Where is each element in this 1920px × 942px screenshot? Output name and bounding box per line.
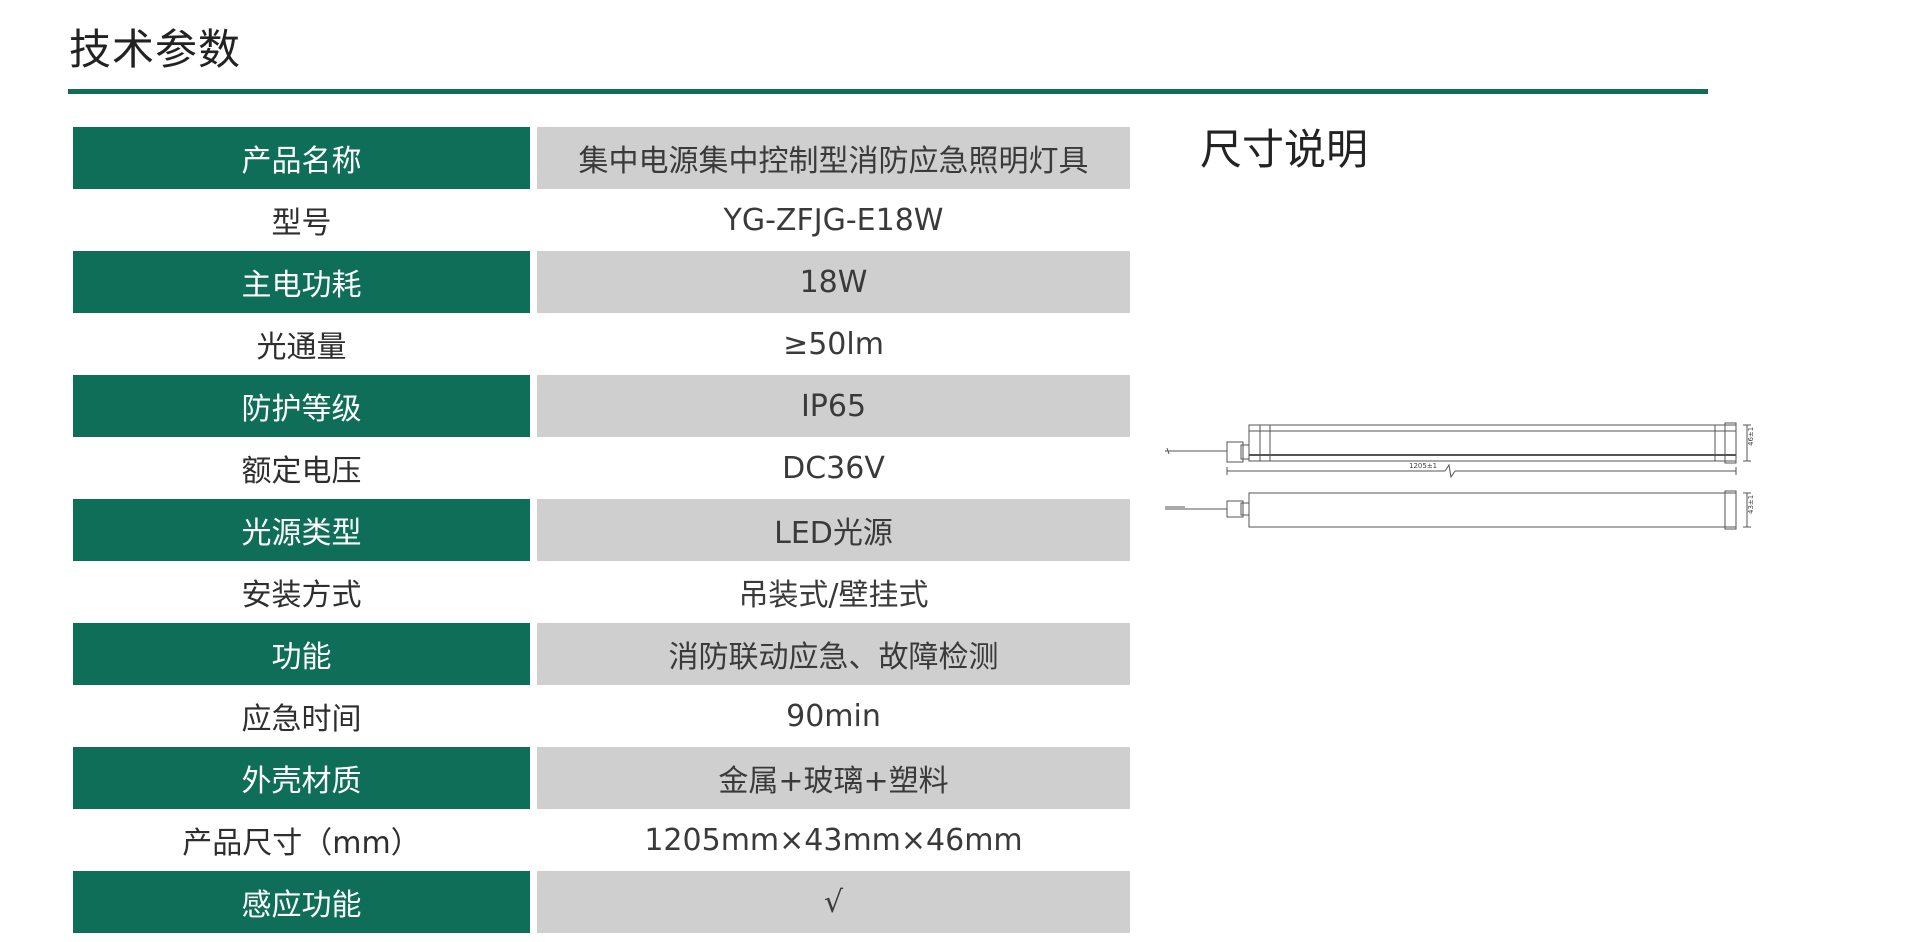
fixture-top-view [1165, 422, 1751, 479]
spec-label: 光通量 [256, 330, 347, 365]
height-dimension-label-bottom: 43±1 [1747, 495, 1755, 514]
spec-row-power: 主电功耗 18W [73, 251, 1130, 313]
spec-label: 感应功能 [73, 871, 530, 933]
dimension-title: 尺寸说明 [1200, 125, 1369, 174]
spec-value: IP65 [537, 375, 1130, 437]
spec-value: 吊装式/壁挂式 [738, 578, 929, 613]
spec-label: 安装方式 [241, 578, 362, 613]
spec-row-protection: 防护等级 IP65 [73, 375, 1130, 437]
spec-label: 产品尺寸（mm） [182, 826, 421, 861]
spec-label: 额定电压 [241, 454, 362, 489]
spec-table: 产品名称 集中电源集中控制型消防应急照明灯具 型号 YG-ZFJG-E18W 主… [73, 127, 1130, 933]
spec-value: DC36V [782, 450, 885, 486]
dimension-drawing: 1205±1 46±1 43±1 [1165, 422, 1755, 530]
spec-row-product-name: 产品名称 集中电源集中控制型消防应急照明灯具 [73, 127, 1130, 189]
spec-value: ≥50lm [783, 326, 884, 362]
spec-label: 功能 [73, 623, 530, 685]
spec-value: 金属+玻璃+塑料 [537, 747, 1130, 809]
spec-label: 主电功耗 [73, 251, 530, 313]
spec-label: 产品名称 [73, 127, 530, 189]
page-title: 技术参数 [69, 25, 242, 74]
spec-label: 型号 [271, 206, 332, 241]
spec-row-function: 功能 消防联动应急、故障检测 [73, 623, 1130, 685]
spec-row-light-source: 光源类型 LED光源 [73, 499, 1130, 561]
spec-value: √ [537, 871, 1130, 933]
spec-label: 防护等级 [73, 375, 530, 437]
spec-row-voltage: 额定电压 DC36V [73, 437, 1130, 499]
spec-value: YG-ZFJG-E18W [723, 202, 944, 238]
spec-row-sensor: 感应功能 √ [73, 871, 1130, 933]
spec-row-housing: 外壳材质 金属+玻璃+塑料 [73, 747, 1130, 809]
length-dimension-label: 1205±1 [1409, 462, 1437, 470]
spec-row-installation: 安装方式 吊装式/壁挂式 [73, 561, 1130, 623]
spec-label: 应急时间 [241, 702, 362, 737]
spec-value: LED光源 [537, 499, 1130, 561]
spec-label: 光源类型 [73, 499, 530, 561]
title-divider [68, 89, 1708, 94]
spec-value: 消防联动应急、故障检测 [537, 623, 1130, 685]
spec-label: 外壳材质 [73, 747, 530, 809]
spec-value: 1205mm×43mm×46mm [644, 822, 1023, 858]
spec-value: 90min [786, 698, 881, 734]
spec-value: 18W [537, 251, 1130, 313]
spec-row-model: 型号 YG-ZFJG-E18W [73, 189, 1130, 251]
spec-value: 集中电源集中控制型消防应急照明灯具 [537, 127, 1130, 189]
height-dimension-label-top: 46±1 [1747, 427, 1755, 446]
spec-row-emergency-time: 应急时间 90min [73, 685, 1130, 747]
spec-row-luminous-flux: 光通量 ≥50lm [73, 313, 1130, 375]
spec-row-dimensions: 产品尺寸（mm） 1205mm×43mm×46mm [73, 809, 1130, 871]
fixture-side-view [1165, 490, 1751, 530]
